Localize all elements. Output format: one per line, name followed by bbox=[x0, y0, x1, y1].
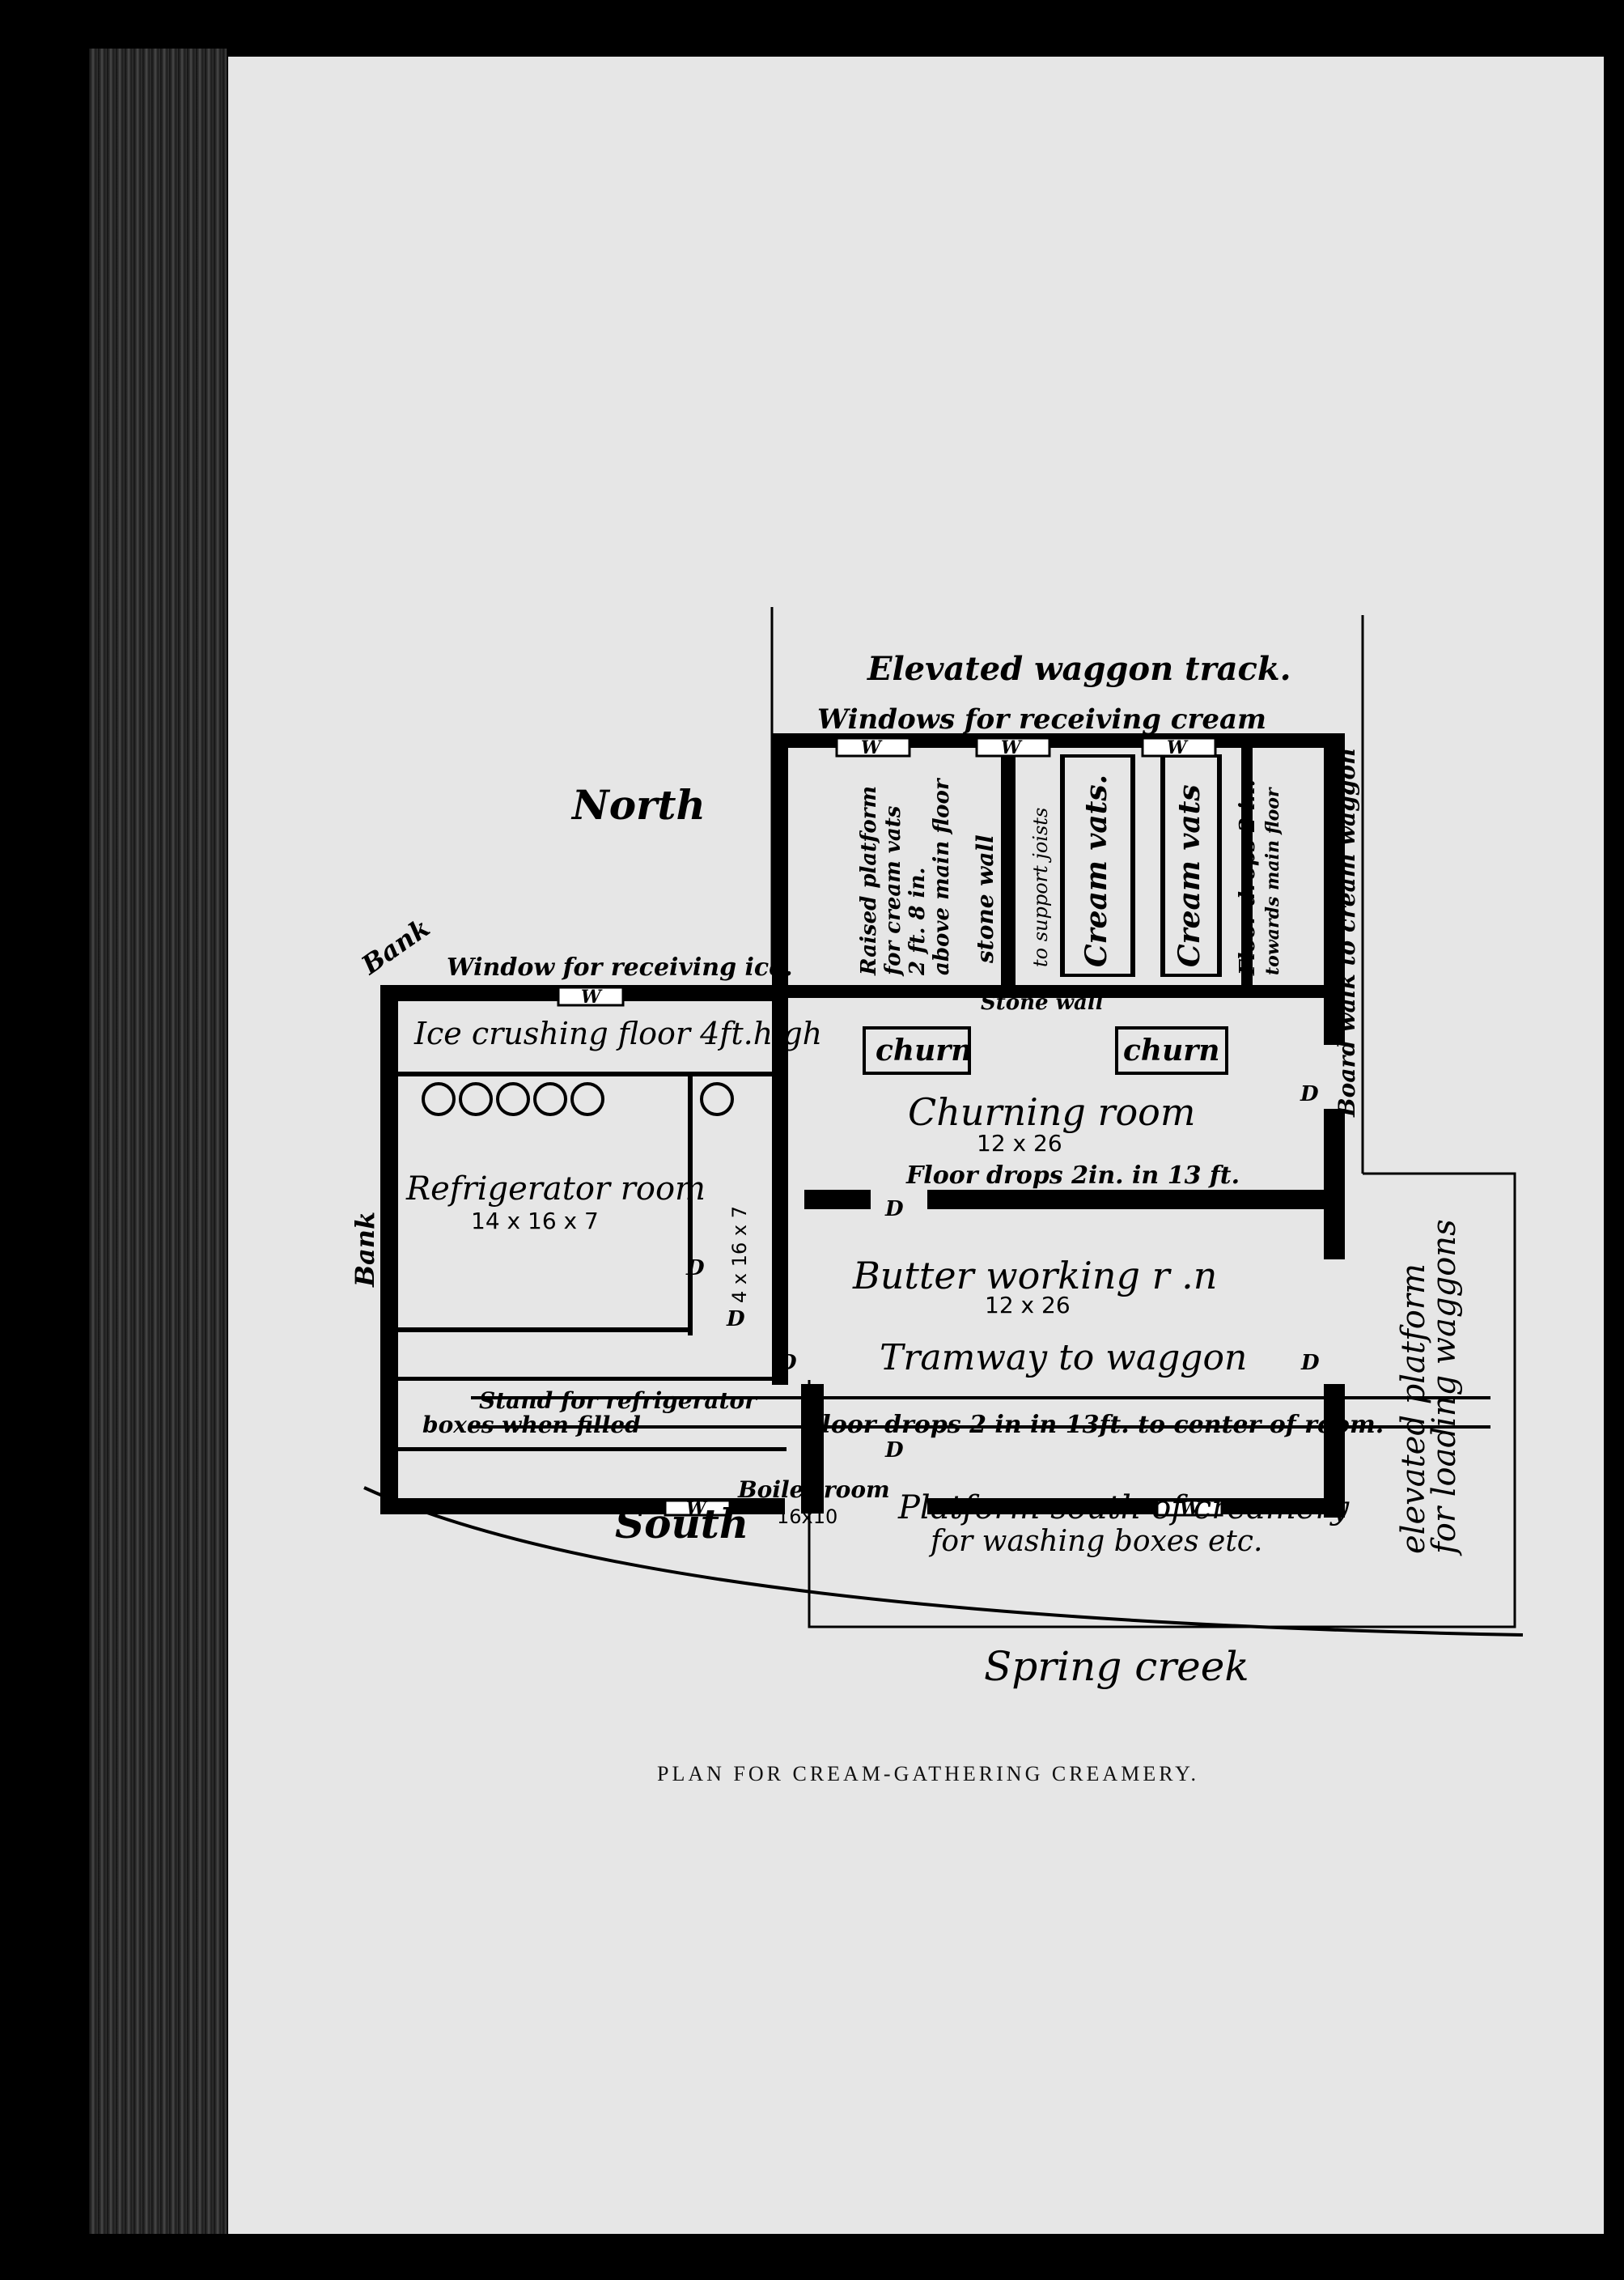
walls bbox=[380, 733, 1345, 1518]
raised-platform-label: Raised platform bbox=[857, 786, 881, 976]
stand-boxes-label: boxes when filled bbox=[422, 1412, 641, 1438]
north-label: North bbox=[570, 781, 706, 829]
plan-caption: PLAN FOR CREAM-GATHERING CREAMERY. bbox=[657, 1762, 1199, 1785]
floor-drops-vat-label: towards main floor bbox=[1262, 787, 1283, 975]
cream-vats-label: Cream vats bbox=[1172, 784, 1206, 967]
window-mark: W bbox=[861, 737, 883, 758]
window-ice-label: Window for receiving ice. bbox=[447, 953, 793, 982]
board-walk-label: Board walk to cream waggon bbox=[1334, 748, 1360, 1118]
churn-right bbox=[1115, 1026, 1228, 1075]
spring-creek-label: Spring creek bbox=[984, 1643, 1249, 1690]
elevated-platform-label: for loading waggons bbox=[1426, 1219, 1463, 1556]
floor-drops-vat-label: Floor drops 2 in. bbox=[1236, 779, 1260, 976]
boiler-room-label: Boiler room bbox=[737, 1476, 890, 1503]
window-mark: W bbox=[686, 1498, 708, 1519]
book-binding bbox=[89, 49, 227, 2234]
spring-creek-bank bbox=[363, 1486, 1524, 1637]
churn-right-label: churn bbox=[1123, 1034, 1219, 1068]
elevated-platform-label: elevated platform bbox=[1395, 1263, 1432, 1554]
windows-cream-label: Windows for receiving cream bbox=[817, 703, 1266, 736]
bank-top-label: Bank bbox=[355, 912, 435, 981]
refrigerator-room-dims: 14 x 16 x 7 bbox=[471, 1208, 599, 1234]
butter-room-dims: 12 x 26 bbox=[985, 1292, 1071, 1318]
raised-platform-label: for cream vats bbox=[881, 805, 905, 977]
window-mark: W bbox=[1180, 1498, 1202, 1519]
refrigerator-tanks bbox=[422, 1082, 734, 1116]
tramway-label: Tramway to waggon bbox=[880, 1337, 1247, 1378]
stone-wall-vertical-label: stone wall bbox=[972, 834, 999, 964]
churning-room-label: Churning room bbox=[908, 1090, 1195, 1134]
door-mark: D bbox=[1300, 1082, 1319, 1106]
small-room-dims: 4 x 16 x 7 bbox=[728, 1206, 751, 1303]
support-joists-label: to support joists bbox=[1029, 808, 1052, 967]
stone-wall-label: Stone wall bbox=[981, 991, 1104, 1015]
butter-room-label: Butter working r .n bbox=[852, 1254, 1217, 1297]
platform-south-label: for washing boxes etc. bbox=[928, 1525, 1262, 1558]
elevated-track-label: Elevated waggon track. bbox=[867, 650, 1291, 688]
door-mark: D bbox=[726, 1307, 745, 1331]
door-mark: D bbox=[884, 1197, 904, 1221]
window-mark: W bbox=[581, 987, 603, 1008]
raised-platform-label: above main floor bbox=[930, 777, 954, 975]
churn-left bbox=[863, 1026, 971, 1075]
raised-platform-label: 2 ft. 8 in. bbox=[905, 868, 930, 976]
bank-left-label: Bank bbox=[350, 1212, 380, 1288]
stand-boxes-label: Stand for refrigerator bbox=[479, 1387, 758, 1414]
interior-walls bbox=[398, 754, 1222, 1451]
ice-floor-label: Ice crushing floor 4ft.high bbox=[413, 1016, 822, 1051]
door-mark: D bbox=[685, 1256, 705, 1280]
platform-south-label: Platform south of creamery bbox=[897, 1489, 1351, 1526]
churning-room-dims: 12 x 26 bbox=[977, 1130, 1062, 1157]
cream-vats-label: Cream vats. bbox=[1079, 775, 1113, 967]
windows bbox=[557, 737, 1223, 1517]
door-mark: D bbox=[1300, 1351, 1320, 1375]
boiler-room-dims: 16x10 bbox=[777, 1505, 837, 1528]
book-page: W W W W W W churn churn D D D D D D D El… bbox=[228, 57, 1604, 2234]
floor-drops-center-label: Floor drops 2 in in 13ft. to center of r… bbox=[804, 1411, 1384, 1439]
creamery-floor-plan: W W W W W W churn churn D D D D D D D El… bbox=[350, 607, 1524, 1785]
door-mark: D bbox=[884, 1438, 904, 1463]
churn-left-label: churn bbox=[876, 1034, 972, 1068]
window-mark: W bbox=[1001, 737, 1023, 758]
floor-drops-churn-label: Floor drops 2in. in 13 ft. bbox=[905, 1161, 1240, 1190]
window-mark: W bbox=[1167, 737, 1189, 758]
tramway-rails bbox=[471, 1396, 1490, 1429]
south-label: South bbox=[615, 1500, 748, 1548]
platform-outline bbox=[808, 1172, 1516, 1628]
door-mark: D bbox=[778, 1351, 797, 1375]
refrigerator-room-label: Refrigerator room bbox=[405, 1170, 706, 1208]
